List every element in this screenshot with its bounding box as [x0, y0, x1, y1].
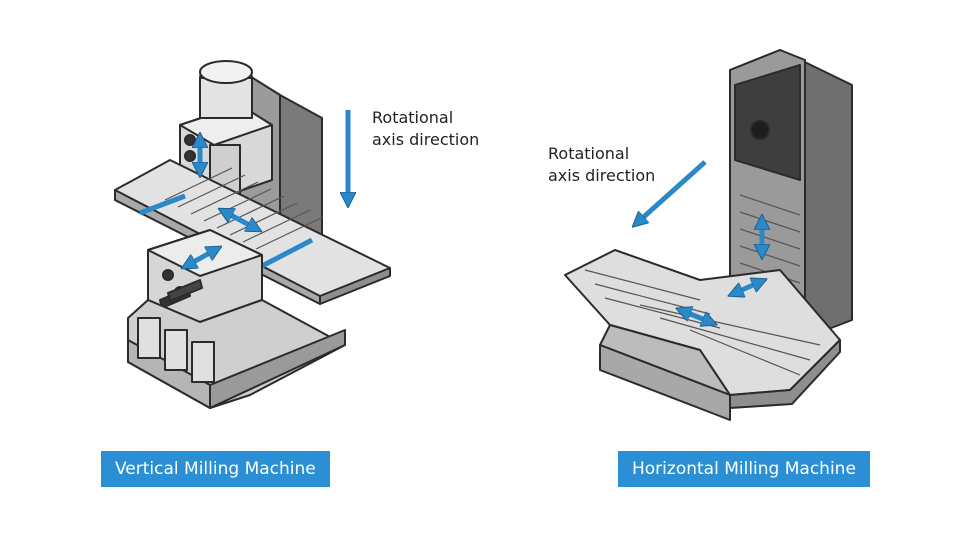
horizontal-axis-annotation: Rotational axis direction: [548, 143, 708, 187]
spindle-nose: [750, 120, 770, 140]
x-axis-arrow: [225, 212, 255, 228]
table-x-arrow: [683, 311, 710, 322]
vertical-machine-label: Vertical Milling Machine: [101, 451, 330, 487]
vertical-milling-machine: [114, 60, 391, 409]
horizontal-milling-machine: [564, 49, 853, 421]
vertical-annotation-line2: axis direction: [372, 130, 480, 149]
spindle-top: [199, 60, 253, 84]
y-axis-arrow: [188, 250, 215, 265]
vertical-axis-annotation: Rotational axis direction: [372, 107, 532, 151]
column-z-arrow: [735, 282, 760, 293]
horizontal-base: [599, 344, 731, 421]
horizontal-annotation-line1: Rotational: [548, 144, 630, 163]
vertical-motion-arrows: [188, 140, 255, 265]
horizontal-machine-label: Horizontal Milling Machine: [618, 451, 870, 487]
horizontal-annotation-line2: axis direction: [548, 166, 656, 185]
horizontal-motion-arrows: [683, 222, 762, 322]
vertical-annotation-line1: Rotational: [372, 108, 454, 127]
horizontal-rotation-arrow: [638, 160, 707, 222]
